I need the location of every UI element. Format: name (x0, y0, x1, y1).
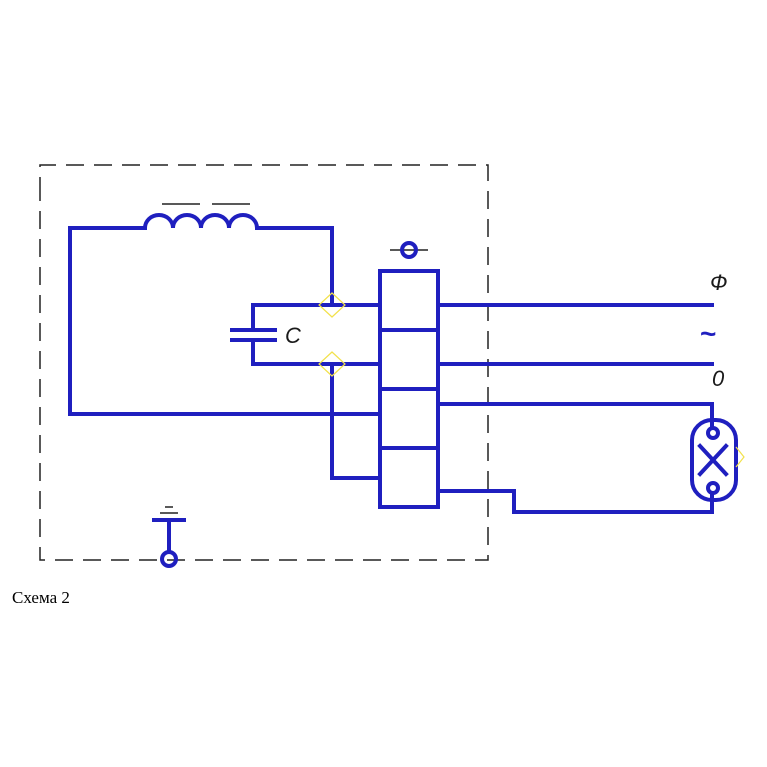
switch-symbol (390, 241, 428, 259)
inductor (68, 203, 334, 307)
lamp-wire-bottom (436, 489, 714, 514)
terminal-block (378, 269, 440, 509)
ground-icon (152, 506, 186, 568)
phase-label: Ф (710, 270, 728, 295)
lamp-wire-top (436, 402, 714, 427)
left-wire (68, 226, 382, 416)
capacitor: C (230, 303, 382, 366)
diagram-caption: Схема 2 (12, 588, 70, 607)
capacitor-label: C (285, 323, 301, 348)
inner-wire (330, 362, 382, 480)
connection-markers (318, 292, 745, 468)
lamp (690, 418, 738, 502)
ac-label: ~ (700, 318, 716, 349)
zero-label: 0 (712, 366, 725, 391)
